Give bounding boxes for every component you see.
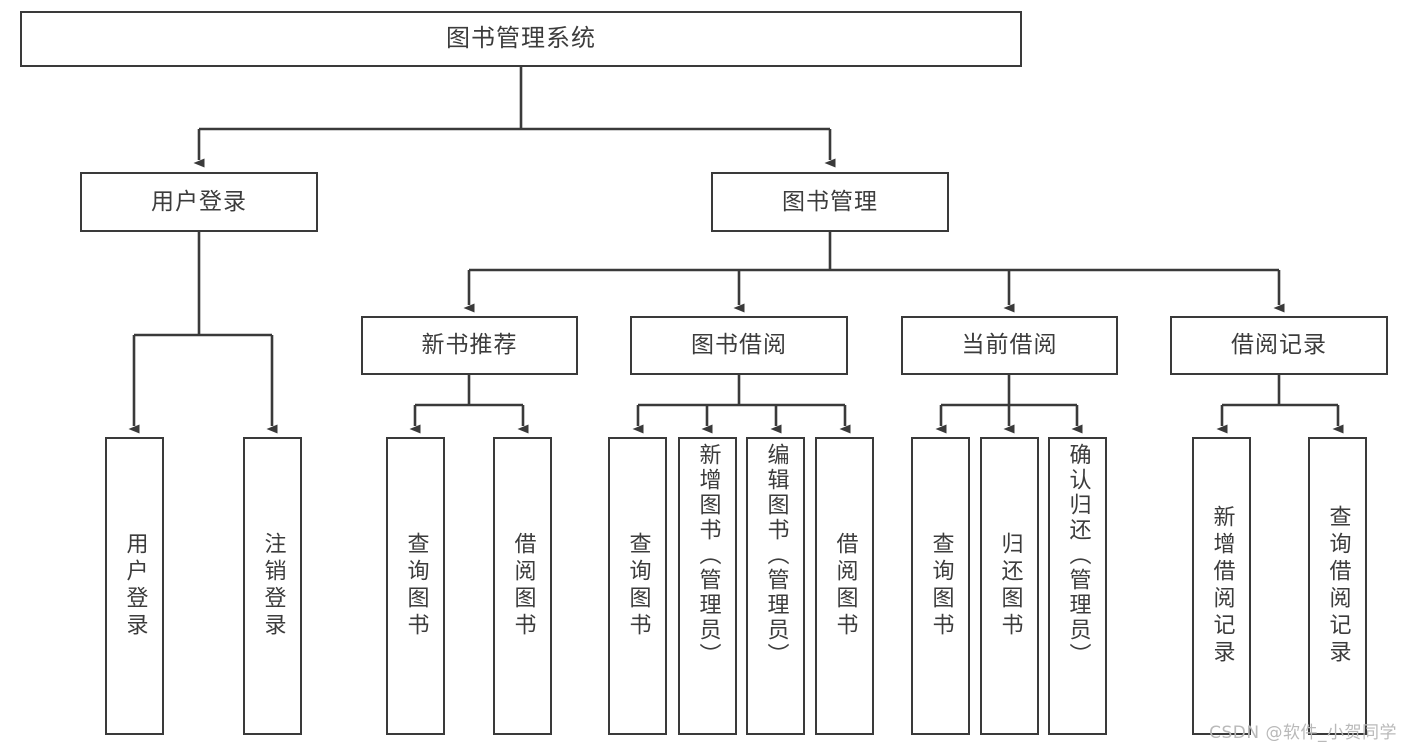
node-label: 确认归还（管理员） (1065, 443, 1091, 668)
node-label: 图书管理 (782, 188, 878, 215)
node-label: 归还图书 (997, 532, 1023, 640)
node-label: 借阅记录 (1231, 332, 1327, 359)
node-label: 新书推荐 (421, 332, 518, 359)
node-label: 新增借阅记录 (1209, 505, 1235, 667)
node-user-login[interactable]: 用户登录 (80, 172, 318, 232)
node-label: 编辑图书（管理员） (763, 443, 789, 668)
node-label: 查询借阅记录 (1325, 505, 1351, 667)
node-borrow-record[interactable]: 借阅记录 (1170, 316, 1388, 375)
leaf-borrow-query-book[interactable]: 查询图书 (608, 437, 667, 735)
node-current-borrow[interactable]: 当前借阅 (901, 316, 1118, 375)
leaf-record-add[interactable]: 新增借阅记录 (1192, 437, 1251, 735)
leaf-current-query-book[interactable]: 查询图书 (911, 437, 970, 735)
leaf-borrow-add-book-admin[interactable]: 新增图书（管理员） (678, 437, 737, 735)
node-label: 注销登录 (260, 532, 286, 640)
node-book-borrow[interactable]: 图书借阅 (630, 316, 848, 375)
node-label: 图书管理系统 (446, 24, 596, 53)
node-label: 图书借阅 (691, 332, 787, 359)
leaf-borrow-edit-book-admin[interactable]: 编辑图书（管理员） (746, 437, 805, 735)
leaf-current-return-book[interactable]: 归还图书 (980, 437, 1039, 735)
leaf-borrow-borrow-book[interactable]: 借阅图书 (815, 437, 874, 735)
node-label: 查询图书 (403, 532, 429, 640)
node-label: 用户登录 (151, 188, 247, 215)
watermark: CSDN @软件_小贺同学 (1209, 723, 1397, 743)
leaf-new-book-query[interactable]: 查询图书 (386, 437, 445, 735)
leaf-new-book-borrow[interactable]: 借阅图书 (493, 437, 552, 735)
node-label: 查询图书 (928, 532, 954, 640)
node-book-management[interactable]: 图书管理 (711, 172, 949, 232)
node-root-system[interactable]: 图书管理系统 (20, 11, 1022, 67)
node-new-book-recommend[interactable]: 新书推荐 (361, 316, 578, 375)
node-label: 新增图书（管理员） (695, 443, 721, 668)
leaf-logout-login[interactable]: 注销登录 (243, 437, 302, 735)
leaf-current-confirm-return-admin[interactable]: 确认归还（管理员） (1048, 437, 1107, 735)
node-label: 借阅图书 (832, 532, 858, 640)
leaf-record-query[interactable]: 查询借阅记录 (1308, 437, 1367, 735)
node-label: 当前借阅 (961, 332, 1058, 359)
node-label: 用户登录 (122, 532, 148, 640)
node-label: 查询图书 (625, 532, 651, 640)
node-label: 借阅图书 (510, 532, 536, 640)
leaf-user-login[interactable]: 用户登录 (105, 437, 164, 735)
